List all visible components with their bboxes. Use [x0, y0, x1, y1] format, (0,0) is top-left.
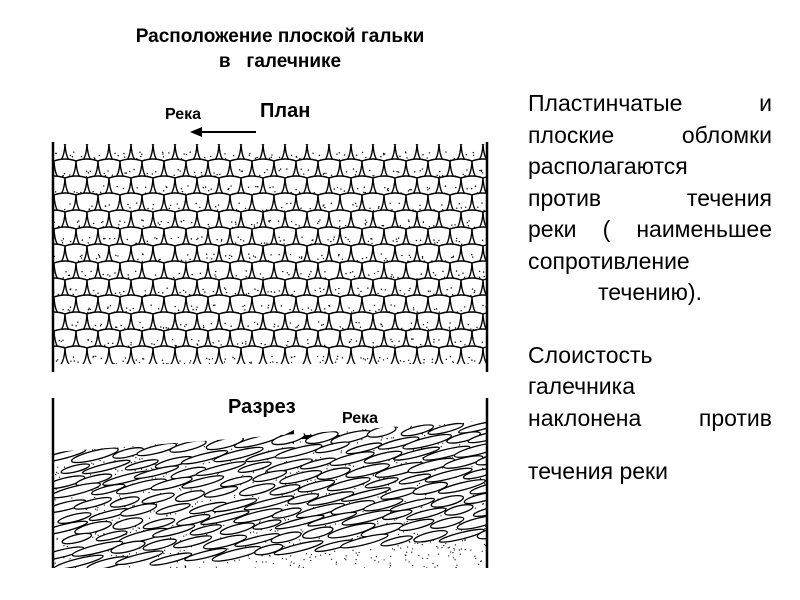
plan-pebble-scales: [50, 140, 490, 368]
text-line: сопротивление: [528, 246, 772, 278]
text-line: против течения: [528, 183, 772, 215]
text-line: течения реки: [528, 458, 668, 484]
text-line: реки ( наименьшее: [528, 214, 772, 246]
text-line: галечника: [528, 371, 772, 403]
plan-flow-arrow-icon: [188, 124, 258, 140]
explanation-paragraph-2: Слоистость галечника наклонена против: [528, 340, 772, 435]
text-line: течению).: [528, 277, 772, 309]
plan-river-label: Река: [165, 106, 201, 124]
text-line: наклонена против: [528, 403, 772, 435]
section-view-panel: [50, 392, 490, 570]
text-line: плоские обломки: [528, 120, 772, 152]
explanation-paragraph-1: Пластинчатые и плоские обломки располага…: [528, 88, 772, 309]
text-line: Пластинчатые и: [528, 88, 772, 120]
figure-title-line-2: в галечнике: [95, 49, 465, 74]
plan-view-panel: [50, 140, 490, 375]
plan-label: План: [260, 100, 310, 123]
explanation-text: Пластинчатые и плоские обломки располага…: [528, 88, 772, 511]
text-line: Слоистость: [528, 340, 772, 372]
figure-title-line-1: Расположение плоской гальки: [95, 24, 465, 49]
section-pebble-layer: [50, 419, 490, 570]
pebble-orientation-figure: Расположение плоской гальки в галечнике …: [0, 0, 500, 600]
figure-title: Расположение плоской гальки в галечнике: [95, 24, 465, 74]
text-line: располагаются: [528, 151, 772, 183]
